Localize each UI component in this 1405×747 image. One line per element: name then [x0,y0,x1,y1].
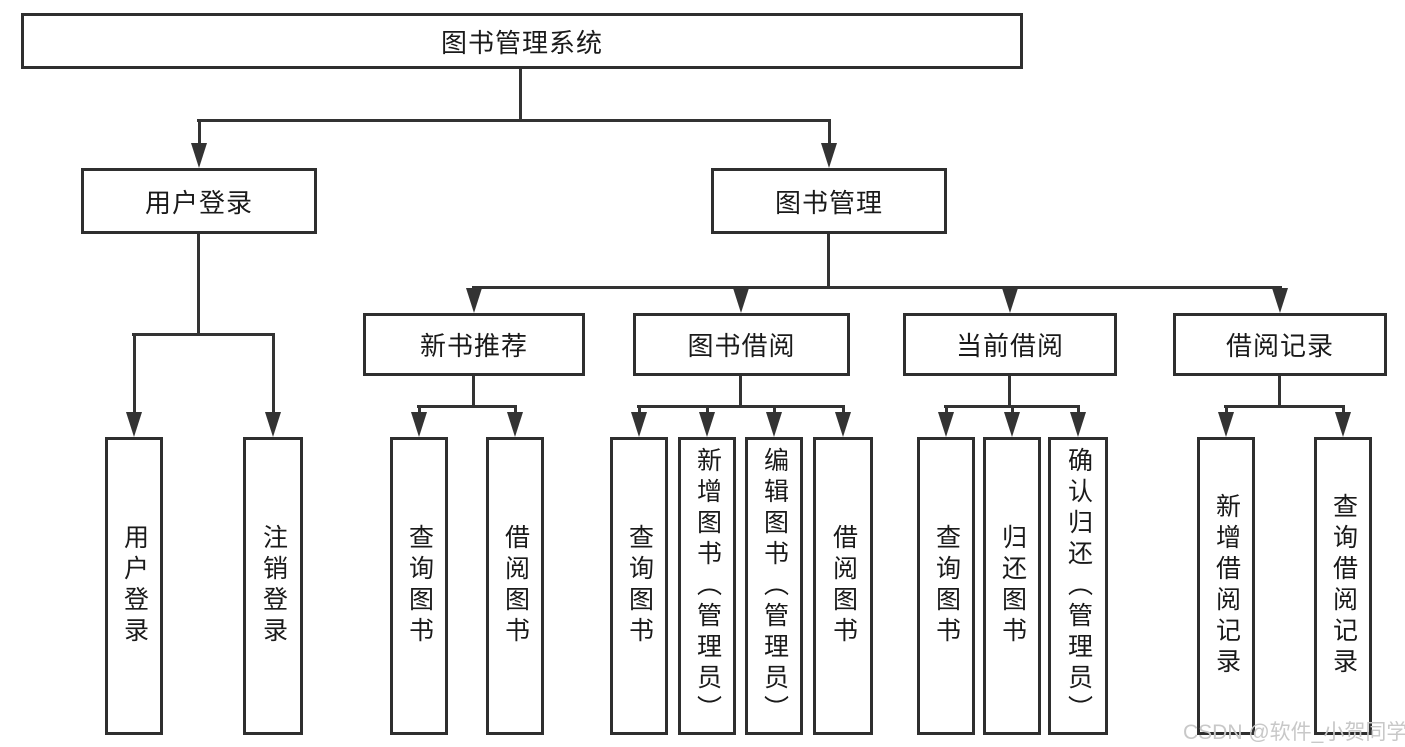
arrow-down-icon [699,405,715,437]
connector-line [132,333,275,336]
leaf-return-books: 归还图书 [983,437,1041,735]
arrow-down-icon [191,119,207,168]
arrow-down-icon [1070,405,1086,437]
connector-line [637,405,845,408]
connector-line [472,376,475,407]
leaf-add-books-admin-label: 新增图书（管理员） [693,446,722,726]
arrow-down-icon [126,333,142,437]
arrow-down-icon [411,405,427,437]
node-book-borrowing: 图书借阅 [633,313,850,376]
node-borrowing-records: 借阅记录 [1173,313,1387,376]
node-borrowing-records-label: 借阅记录 [1225,331,1334,361]
connector-line [1224,405,1345,408]
connector-line [519,69,522,120]
leaf-borrow-books-recommend: 借阅图书 [486,437,544,735]
leaf-query-books-borrowing: 查询图书 [610,437,668,735]
connector-line [1278,376,1281,407]
node-new-book-recommend-label: 新书推荐 [419,331,528,361]
leaf-query-borrow-record-label: 查询借阅记录 [1329,493,1358,679]
arrow-down-icon [507,405,523,437]
arrow-down-icon [938,405,954,437]
leaf-edit-books-admin: 编辑图书（管理员） [745,437,803,735]
node-root-label: 图书管理系统 [440,27,603,58]
leaf-query-borrow-record: 查询借阅记录 [1314,437,1372,735]
node-new-book-recommend: 新书推荐 [363,313,585,376]
node-user-login: 用户登录 [81,168,317,234]
connector-line [197,234,200,335]
leaf-edit-books-admin-label: 编辑图书（管理员） [760,446,789,726]
arrow-down-icon [835,405,851,437]
node-user-login-label: 用户登录 [144,187,253,218]
arrow-down-icon [631,405,647,437]
leaf-borrow-books: 借阅图书 [813,437,873,735]
leaf-borrow-books-label: 借阅图书 [829,524,858,648]
node-book-management-label: 图书管理 [774,187,883,218]
connector-line [1008,376,1011,407]
arrow-down-icon [1002,286,1018,313]
connector-line [417,405,517,408]
node-current-borrowing: 当前借阅 [903,313,1117,376]
node-book-management: 图书管理 [711,168,947,234]
leaf-user-login-label: 用户登录 [120,524,149,648]
node-current-borrowing-label: 当前借阅 [955,331,1064,361]
leaf-borrow-books-recommend-label: 借阅图书 [501,524,530,648]
arrow-down-icon [1004,405,1020,437]
leaf-query-books-recommend-label: 查询图书 [405,524,434,648]
leaf-add-borrow-record-label: 新增借阅记录 [1212,493,1241,679]
leaf-logout: 注销登录 [243,437,303,735]
leaf-add-borrow-record: 新增借阅记录 [1197,437,1255,735]
connector-line [827,234,830,288]
connector-line [197,119,830,122]
leaf-confirm-return-admin-label: 确认归还（管理员） [1064,446,1093,726]
leaf-add-books-admin: 新增图书（管理员） [678,437,736,735]
csdn-watermark: CSDN @软件_小贺同学 [1183,721,1405,744]
node-book-borrowing-label: 图书借阅 [687,331,796,361]
arrow-down-icon [1218,405,1234,437]
leaf-user-login: 用户登录 [105,437,163,735]
leaf-logout-label: 注销登录 [259,524,288,648]
leaf-query-books-current: 查询图书 [917,437,975,735]
connector-line [472,286,1281,289]
arrow-down-icon [1272,286,1288,313]
leaf-query-books-current-label: 查询图书 [932,524,961,648]
arrow-down-icon [1335,405,1351,437]
node-root: 图书管理系统 [21,13,1023,69]
arrow-down-icon [466,286,482,313]
arrow-down-icon [766,405,782,437]
connector-line [739,376,742,407]
leaf-confirm-return-admin: 确认归还（管理员） [1048,437,1108,735]
arrow-down-icon [733,286,749,313]
leaf-query-books-borrowing-label: 查询图书 [625,524,654,648]
arrow-down-icon [265,333,281,437]
arrow-down-icon [821,119,837,168]
leaf-return-books-label: 归还图书 [998,524,1027,648]
leaf-query-books-recommend: 查询图书 [390,437,448,735]
